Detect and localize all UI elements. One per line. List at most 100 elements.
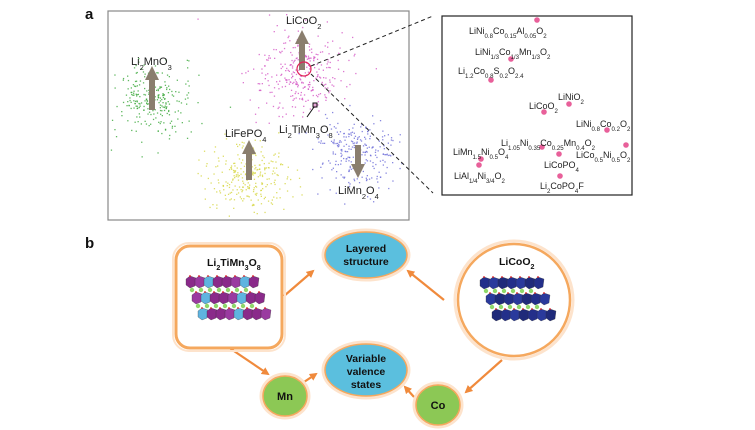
oxygen-atom <box>234 275 236 277</box>
scatter-point <box>156 99 159 101</box>
scatter-point <box>349 183 351 185</box>
scatter-point <box>174 125 176 127</box>
scatter-point <box>284 77 286 79</box>
scatter-point <box>139 80 142 82</box>
scatter-point <box>233 170 236 172</box>
scatter-point <box>172 95 175 97</box>
octahedron <box>221 275 233 289</box>
label-li2mno3: Li2MnO3 <box>131 56 172 72</box>
scatter-point <box>247 195 249 197</box>
scatter-point <box>134 121 136 123</box>
scatter-point <box>309 65 311 67</box>
scatter-point <box>257 176 259 178</box>
scatter-point <box>316 71 318 73</box>
scatter-point <box>268 162 270 164</box>
inset-compound-label: LiAl1/4Ni3/4O2 <box>454 171 506 185</box>
scatter-point <box>269 57 271 59</box>
scatter-point <box>114 74 116 76</box>
scatter-point <box>267 80 269 82</box>
scatter-point <box>384 161 386 163</box>
scatter-point <box>309 108 311 110</box>
scatter-point <box>279 197 281 199</box>
oxygen-atom <box>231 291 233 293</box>
scatter-point <box>354 142 356 144</box>
scatter-point <box>157 95 159 97</box>
scatter-point <box>273 154 275 156</box>
scatter-point <box>299 98 301 100</box>
scatter-point <box>253 189 255 191</box>
scatter-point <box>362 151 364 153</box>
scatter-point <box>130 87 132 89</box>
scatter-point <box>333 141 335 143</box>
lithium-atom <box>195 303 201 309</box>
scatter-point <box>341 32 343 34</box>
scatter-point <box>219 192 222 194</box>
octahedron <box>194 275 206 289</box>
oxygen-atom <box>549 308 551 310</box>
scatter-point <box>131 93 133 96</box>
scatter-point <box>257 83 259 85</box>
scatter-point <box>258 89 261 92</box>
scatter-point <box>164 129 167 131</box>
scatter-point <box>127 79 130 82</box>
lithium-atom <box>519 288 525 294</box>
octahedron <box>197 307 209 321</box>
scatter-point <box>184 98 187 100</box>
scatter-point <box>352 36 354 39</box>
scatter-point <box>270 160 272 162</box>
scatter-point <box>231 168 233 170</box>
co-node <box>415 384 461 426</box>
oxygen-atom <box>255 307 257 309</box>
scatter-point <box>330 128 333 130</box>
scatter-point <box>186 103 188 105</box>
scatter-point <box>364 138 367 140</box>
scatter-point <box>328 66 330 69</box>
oxygen-atom <box>252 275 254 277</box>
scatter-point <box>328 160 330 162</box>
lithium-atom <box>207 287 213 293</box>
scatter-point <box>159 86 161 88</box>
scatter-point <box>348 156 351 159</box>
scatter-point <box>231 181 233 183</box>
scatter-point <box>297 84 299 86</box>
scatter-point <box>352 156 354 158</box>
scatter-point <box>293 72 296 74</box>
scatter-point <box>253 187 255 189</box>
scatter-point <box>133 67 136 69</box>
inset-compound-point <box>534 17 540 23</box>
scatter-point <box>276 74 278 76</box>
scatter-point <box>311 89 313 92</box>
scatter-point <box>277 174 279 177</box>
oxygen-atom <box>507 292 509 294</box>
scatter-point <box>303 86 306 88</box>
label-limn2o4: LiMn2O4 <box>338 185 379 201</box>
scatter-point <box>212 204 214 206</box>
scatter-point <box>275 161 277 163</box>
scatter-point <box>291 65 294 67</box>
scatter-point <box>277 107 279 110</box>
scatter-point <box>371 146 374 148</box>
oxygen-atom <box>207 275 209 277</box>
scatter-point <box>340 149 342 151</box>
scatter-point <box>313 60 315 62</box>
li2timn3o8-crystal-image <box>185 275 272 321</box>
scatter-point <box>382 153 385 155</box>
scatter-point <box>187 80 189 82</box>
scatter-point <box>287 69 289 71</box>
scatter-point <box>298 132 300 135</box>
scatter-point <box>278 152 280 154</box>
scatter-point <box>302 99 304 101</box>
scatter-point <box>309 60 311 62</box>
scatter-point <box>362 170 364 173</box>
scatter-point <box>378 140 380 142</box>
scatter-point <box>178 91 180 93</box>
scatter-point <box>371 147 373 149</box>
inset-compound-label: LiNi0.8Co0.2O2 <box>576 119 631 133</box>
scatter-point <box>158 121 160 123</box>
scatter-point <box>166 74 169 76</box>
scatter-point <box>122 101 125 104</box>
octahedron <box>239 275 251 289</box>
scatter-point <box>283 47 286 50</box>
scatter-point <box>278 106 280 108</box>
scatter-point <box>264 196 266 198</box>
